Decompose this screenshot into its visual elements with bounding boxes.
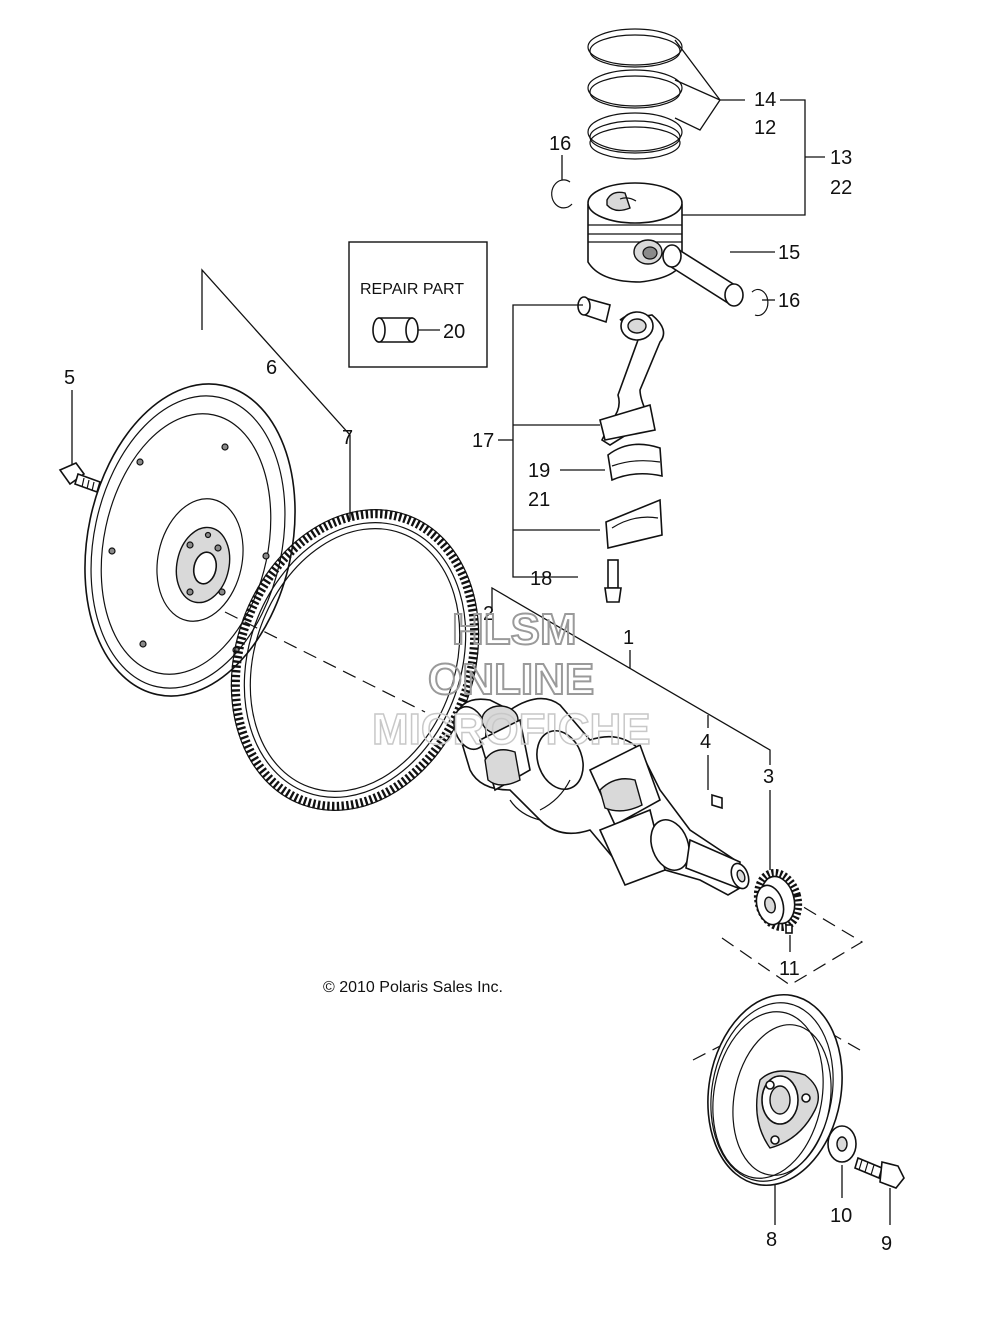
callout-20: 20 (443, 321, 465, 343)
dowel-pin (785, 924, 793, 934)
watermark-line-3: MICROFICHE (372, 705, 651, 754)
small-end-bushing (577, 296, 611, 324)
piston-rings (587, 28, 683, 160)
washer (827, 1125, 857, 1163)
repair-part-box: REPAIR PART 20 (348, 241, 488, 368)
flywheel-bolt (58, 462, 101, 494)
copyright-text: © 2010 Polaris Sales Inc. (323, 979, 503, 996)
circlip-lower (751, 288, 769, 317)
bushing-icon (372, 317, 419, 343)
flywheel (84, 383, 296, 697)
circlip-upper (551, 179, 573, 209)
pulley-bolt (854, 1156, 905, 1189)
connecting-rod (599, 311, 665, 446)
watermark-line-2: ONLINE (428, 655, 594, 704)
callout-6: 6 (266, 357, 277, 379)
callout-3: 3 (763, 766, 774, 788)
callout-14: 14 (754, 89, 776, 111)
callout-8: 8 (766, 1229, 777, 1251)
callout-9: 9 (881, 1233, 892, 1255)
repair-part-title: REPAIR PART (360, 281, 464, 298)
piston (587, 182, 683, 283)
callout-7: 7 (342, 427, 353, 449)
callout-19: 19 (528, 460, 550, 482)
rod-bolt (604, 559, 622, 603)
callout-5: 5 (64, 367, 75, 389)
crank-pulley (707, 993, 843, 1187)
callout-10: 10 (830, 1205, 852, 1227)
callout-11: 11 (779, 958, 800, 980)
ring-gear (230, 509, 480, 811)
callout-16-upper: 16 (549, 133, 571, 155)
watermark-line-1: HLSM (452, 605, 577, 654)
woodruff-key (711, 793, 723, 810)
callout-4: 4 (700, 731, 711, 753)
callout-22: 22 (830, 177, 852, 199)
callout-1: 1 (623, 627, 634, 649)
rod-cap (605, 498, 663, 549)
callout-17: 17 (472, 430, 494, 452)
callout-16-lower: 16 (778, 290, 800, 312)
bearing-shell-upper (607, 443, 663, 482)
crank-gear (753, 868, 803, 932)
callout-21: 21 (528, 489, 550, 511)
callout-12: 12 (754, 117, 776, 139)
callout-18: 18 (530, 568, 552, 590)
watermark: HLSM ONLINE MICROFICHE (371, 604, 651, 755)
callout-15: 15 (778, 242, 800, 264)
callout-13: 13 (830, 147, 852, 169)
callout-2: 2 (483, 603, 494, 625)
crankshaft (453, 697, 750, 896)
piston-pin (662, 244, 744, 307)
